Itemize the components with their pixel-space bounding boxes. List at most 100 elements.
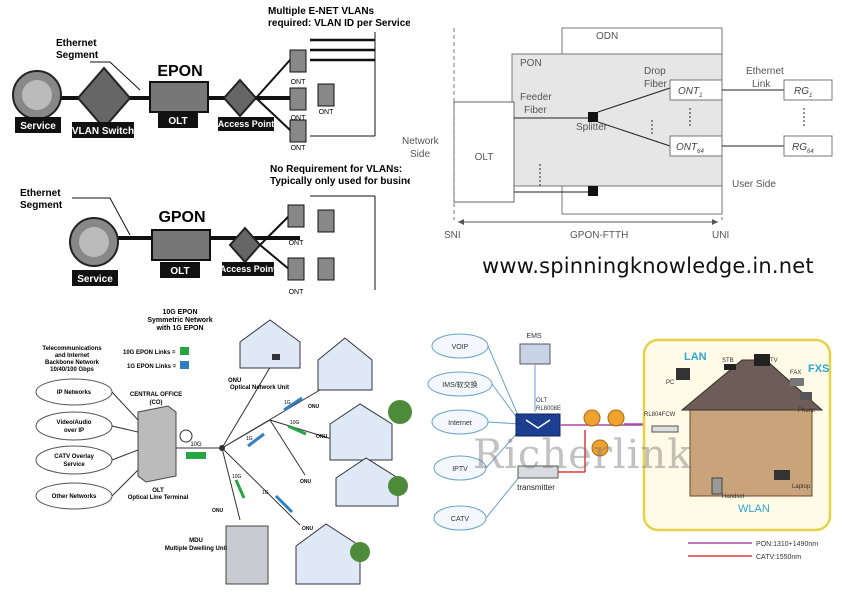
epon-row: Service VLAN Switch OLT EPON Access Poin… (12, 6, 410, 152)
onu-label: ONU (316, 434, 328, 440)
legend-1g-label: 1G EPON Links = (127, 364, 177, 370)
splitter-icon (607, 409, 625, 427)
telecom-label: Telecommunications (42, 346, 102, 352)
fxs-label: FXS (808, 363, 829, 375)
fax-icon (790, 378, 804, 386)
sni-label: SNI (444, 230, 461, 241)
switch-arrows (525, 419, 551, 429)
ont-icon (289, 119, 307, 143)
ims-label: IMS/软交换 (442, 380, 477, 389)
link-10g-arrow (234, 479, 246, 499)
website-caption: www.spinningknowledge.in.net (482, 254, 814, 278)
telecom-label: Backbone Network (45, 360, 100, 366)
ethernet-segment-label: Segment (56, 50, 99, 61)
network-side-label: Side (410, 149, 430, 160)
epon-gpon-panel: Service VLAN Switch OLT EPON Access Poin… (0, 0, 410, 300)
odn-label: ODN (596, 31, 618, 42)
segment-pointer (72, 197, 131, 236)
vlan-switch-icon (76, 66, 132, 130)
legend-10g-swatch (180, 347, 189, 355)
tree-icon (388, 400, 412, 424)
voip-label: VOIP (452, 344, 469, 351)
fiber-coil-icon (179, 429, 193, 443)
splitter-icon (588, 112, 598, 122)
link-1g-arrow (283, 396, 303, 412)
ont-icon (317, 209, 335, 233)
ethernet-segment-label: Ethernet (20, 188, 61, 199)
ont-label: ONT (289, 289, 305, 296)
service-label: Service (20, 121, 56, 132)
ont-label: ONT (319, 109, 335, 116)
mdu-label: Multiple Dwelling Unit (165, 546, 227, 552)
link-1g-label: 1G (262, 490, 269, 496)
ont-label: ONT (291, 115, 307, 122)
video-label: over IP (64, 428, 84, 434)
service-link (485, 475, 521, 519)
laptop-label: Laptop (792, 484, 811, 490)
backbone-link (111, 449, 139, 461)
pc-icon (676, 368, 690, 380)
service-link (485, 429, 521, 469)
phone-icon (800, 392, 812, 400)
ont-icon (317, 83, 335, 107)
header-label: 10G EPON (162, 309, 197, 316)
ont-icon (287, 204, 305, 228)
access-point-label: Access Point (218, 119, 275, 129)
ont-icon (289, 87, 307, 111)
onu-full-label: Optical Network Unit (230, 385, 289, 391)
onu-label: ONU (212, 508, 224, 514)
epon-gpon-diagram: Service VLAN Switch OLT EPON Access Poin… (12, 6, 410, 296)
splitter-icon (588, 186, 598, 196)
vlan-switch-label: VLAN Switch (72, 126, 134, 137)
splitter-icon (583, 409, 601, 427)
olt-cabinet-icon (137, 405, 177, 483)
drop-line (221, 419, 271, 449)
legend-10g-label: 10G EPON Links = (123, 350, 176, 356)
central-office-label: CENTRAL OFFICE (130, 392, 182, 398)
ont-label: ONT (291, 79, 307, 86)
10g-epon-diagram: 10G EPON Symmetric Network with 1G EPON … (35, 309, 412, 585)
backbone-link (111, 391, 139, 421)
house-icon (239, 319, 301, 369)
link-10g-label: 10G (232, 474, 242, 480)
gpon-ftth-panel: ODN PON OLT Feeder Fiber Splitter Drop F… (400, 24, 842, 252)
gpon-note: No Requirement for VLANs: (270, 164, 402, 175)
olt-label: OLT (168, 116, 187, 127)
10g-epon-panel: 10G EPON Symmetric Network with 1G EPON … (0, 300, 420, 595)
drop-line (269, 419, 306, 476)
link-10g-badge (186, 452, 206, 459)
drop-line (269, 419, 336, 441)
drop-fiber-line (597, 87, 671, 113)
telecom-label: 10/40/100 Gbps (50, 367, 94, 373)
onu-model-label: RL804FCW (644, 412, 676, 418)
handset-icon (711, 477, 723, 495)
central-office-label: (CO) (150, 400, 163, 406)
onu-label: ONU (228, 378, 241, 384)
ont-1-label: ONT1 (678, 86, 702, 99)
user-side-label: User Side (732, 179, 776, 190)
link-1g-arrow (247, 432, 265, 448)
mdu-building-icon (225, 525, 269, 585)
gpon-note: Typically only used for busines (270, 176, 410, 187)
legend-pon-label: PON:1310+1490nm (756, 541, 818, 548)
olt-label: OLT (536, 398, 548, 404)
olt-label: RL8008E (536, 406, 561, 412)
tv-label: TV (770, 358, 778, 364)
richerlink-diagram: VOIP IMS/软交换 Internet IPTV CATV EMS OLT … (427, 333, 832, 561)
stb-label: STB (722, 358, 734, 364)
service-link (487, 421, 521, 425)
link-1g-arrow (274, 494, 294, 514)
rg-1-label: RG1 (794, 86, 812, 99)
gpon-row: Service OLT GPON Access Point ONT ONT No… (20, 164, 410, 296)
wlan-label: WLAN (738, 503, 770, 515)
richerlink-panel: VOIP IMS/软交换 Internet IPTV CATV EMS OLT … (420, 300, 842, 595)
service-link (487, 345, 521, 421)
other-networks-label: Other Networks (52, 494, 97, 500)
ont-icon (287, 257, 305, 281)
link-10g-label: 10G (190, 442, 202, 448)
transmitter-label: transmitter (517, 483, 555, 492)
tree-icon (350, 542, 370, 562)
backbone-link (111, 469, 139, 497)
ip-networks-label: IP Networks (57, 390, 92, 396)
splitter-label: Splitter (576, 122, 608, 133)
